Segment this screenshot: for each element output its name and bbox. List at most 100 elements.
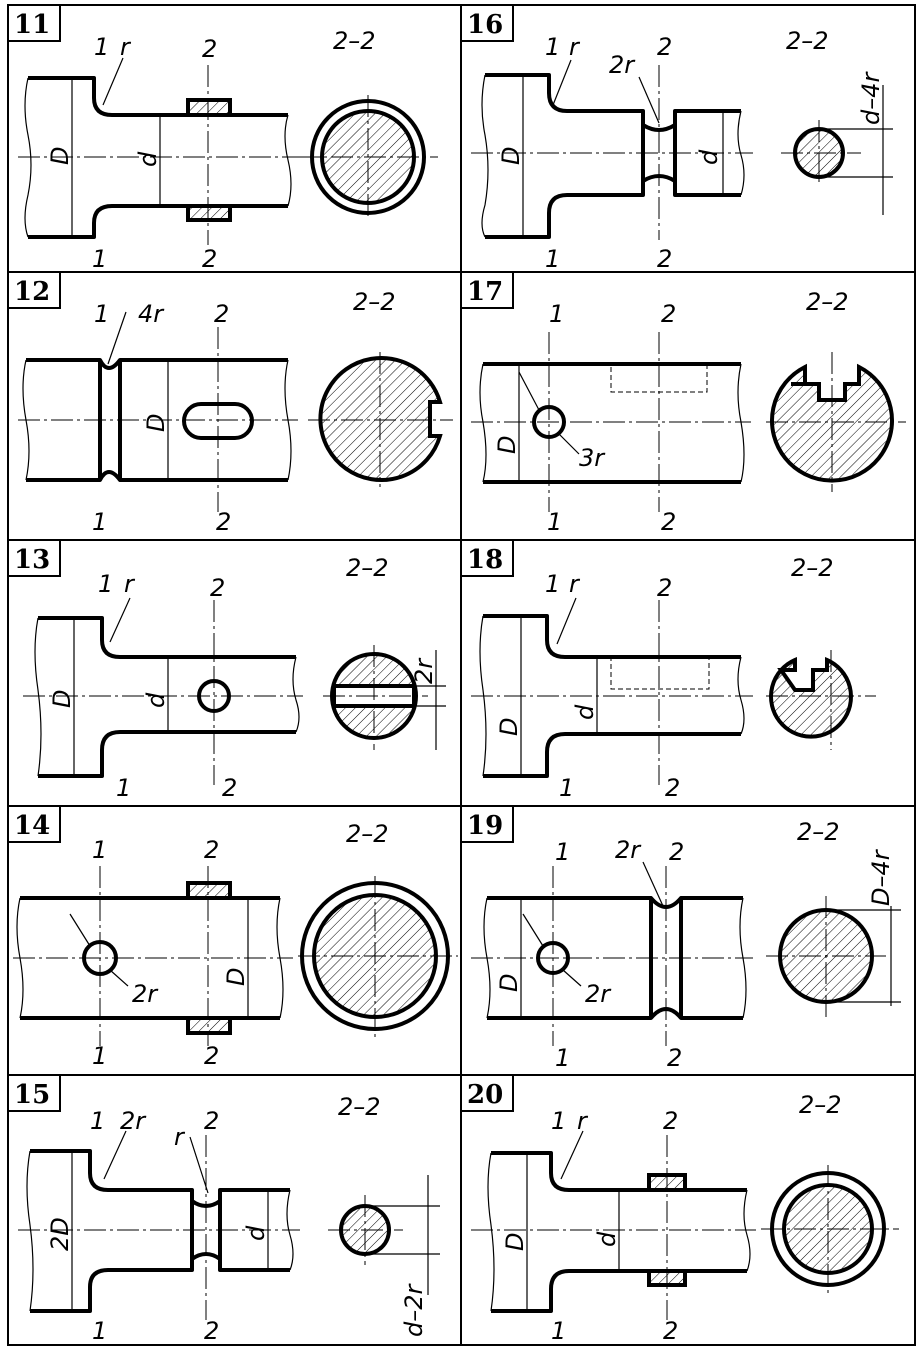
panel-number-box [7,271,61,309]
label-section-2-top: 2 [663,1107,678,1135]
panel-number: 11 [14,10,50,40]
label-section-2-bottom: 2 [216,508,231,536]
label-diameter-D: D [46,147,74,165]
panel-16: 16 2–2 1 r 2r 2 D d 1 2 d–4r [460,4,893,273]
label-diameter-D: D [501,1233,529,1251]
label-section-1-top: 1 [92,836,107,864]
label-section-2-bottom: 2 [204,1317,219,1345]
section-label: 2–2 [338,1093,381,1121]
label-section-2-bottom: 2 [661,508,676,536]
panel-number: 17 [467,277,503,307]
label-section-2-top: 2 [210,574,225,602]
panel-number: 19 [467,811,503,841]
label-section-1-bottom: 1 [547,508,562,536]
label-section-1-bottom: 1 [545,245,560,273]
label-diameter-d: d [134,151,162,167]
label-section-2-bottom: 2 [667,1044,682,1072]
panel-number: 18 [467,545,503,575]
label-fillet-2r: 2r [120,1107,147,1135]
panel-number-box [7,4,61,42]
label-section-2-top: 2 [669,838,684,866]
label-slot-2r: 2r [410,657,438,684]
section-label: 2–2 [346,554,389,582]
label-dim-D-4r: D–4r [867,848,895,906]
panel-19: 19 2–2 1 2r 2 D 2r 1 2 D–4r [460,805,901,1072]
label-section-1-top: 1 [94,300,109,328]
panel-number: 12 [14,277,50,307]
label-section-2-bottom: 2 [202,245,217,273]
label-diameter-D: D [497,147,525,165]
panel-number-box [460,1074,514,1112]
label-section-2-bottom: 2 [657,245,672,273]
label-dim-d-2r: d–2r [400,1282,428,1337]
panel-number-box [7,539,61,577]
label-dim-d-4r: d–4r [857,70,885,125]
label-section-1-top: 1 [551,1107,566,1135]
label-radius: r [124,570,136,598]
label-section-2-top: 2 [661,300,676,328]
label-section-2-top: 2 [657,574,672,602]
label-section-1-top: 1 [555,838,570,866]
label-diameter-D: D [495,718,523,736]
label-section-1-bottom: 1 [555,1044,570,1072]
label-section-2-bottom: 2 [204,1042,219,1070]
panel-number: 13 [14,545,50,575]
label-diameter-d: d [695,149,723,165]
panel-number: 20 [467,1080,503,1110]
panel-17: 17 2–2 1 2 D 3r 1 2 [460,271,906,536]
label-section-1-top: 1 [549,300,564,328]
label-diameter-D: D [142,414,170,432]
label-radius: r [120,33,132,61]
section-label: 2–2 [806,288,849,316]
label-diameter-D: D [222,968,250,986]
label-section-1-bottom: 1 [551,1317,566,1345]
label-section-2-top: 2 [214,300,229,328]
label-section-1-top: 1 [98,570,113,598]
label-groove-2r: 2r [609,51,636,79]
label-hole-3r: 3r [579,444,606,472]
label-section-2-top: 2 [204,1107,219,1135]
panel-11: 11 2–2 1 r 2 D d 1 2 [7,4,438,273]
label-diameter-d: d [142,692,170,708]
panel-number-box [460,539,514,577]
label-diameter-d: d [571,704,599,720]
panel-20: 20 2–2 1 r 2 D d 1 2 [460,1074,899,1345]
label-section-1-bottom: 1 [92,245,107,273]
label-section-1-bottom: 1 [559,774,574,802]
panel-number: 14 [14,811,50,841]
panel-number: 16 [467,10,503,40]
label-section-1-top: 1 [94,33,109,61]
panel-number-box [460,805,514,843]
section-label: 2–2 [353,288,396,316]
label-diameter-2D: 2D [46,1217,74,1251]
label-section-1-bottom: 1 [92,508,107,536]
label-section-1-bottom: 1 [92,1042,107,1070]
label-section-2-bottom: 2 [222,774,237,802]
panel-number-box [460,271,514,309]
panel-12: 12 2–2 1 4r 2 D 1 2 [7,271,453,536]
section-label: 2–2 [797,818,840,846]
label-radius: r [577,1107,589,1135]
label-section-1-top: 1 [90,1107,105,1135]
section-label: 2–2 [333,27,376,55]
label-section-1-top: 1 [545,33,560,61]
panel-13: 13 2–2 1 r 2 D d 1 2 2r [7,539,446,802]
panel-number-box [7,1074,61,1112]
label-diameter-D: D [48,690,76,708]
label-groove-r: r [174,1123,186,1151]
section-label: 2–2 [346,820,389,848]
label-diameter-d: d [593,1231,621,1247]
label-section-1-bottom: 1 [116,774,131,802]
label-groove-2r: 2r [615,836,642,864]
label-section-2-top: 2 [657,33,672,61]
label-section-1-top: 1 [545,570,560,598]
label-diameter-d: d [242,1225,270,1241]
label-diameter-D: D [495,974,523,992]
label-section-1-bottom: 1 [92,1317,107,1345]
section-label: 2–2 [791,554,834,582]
panel-15: 15 2–2 1 2r r 2 2D d 1 2 d–2r [7,1074,440,1345]
panel-number-box [7,805,61,843]
label-section-2-bottom: 2 [663,1317,678,1345]
panel-number: 15 [14,1080,50,1110]
